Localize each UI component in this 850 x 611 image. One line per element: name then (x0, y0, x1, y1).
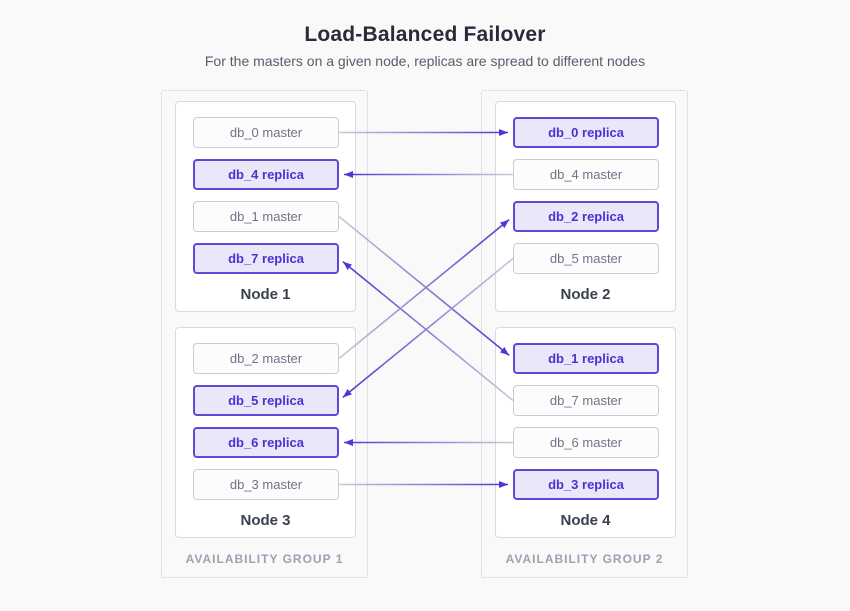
node-3-label: Node 3 (240, 512, 291, 529)
db-box-db_3-master: db_3 master (193, 469, 339, 500)
availability-group-2: db_0 replica db_4 master db_2 replica db… (481, 90, 688, 578)
diagram-title: Load-Balanced Failover (304, 23, 546, 46)
db-box-db_1-replica: db_1 replica (513, 343, 659, 374)
db-box-db_6-replica: db_6 replica (193, 427, 339, 458)
db-box-db_7-replica: db_7 replica (193, 243, 339, 274)
db-box-db_2-replica: db_2 replica (513, 201, 659, 232)
db-box-db_1-master: db_1 master (193, 201, 339, 232)
node-4-card: db_1 replica db_7 master db_6 master db_… (495, 327, 676, 538)
db-box-db_5-replica: db_5 replica (193, 385, 339, 416)
node-3-card: db_2 master db_5 replica db_6 replica db… (175, 327, 356, 538)
node-2-label: Node 2 (560, 286, 611, 303)
db-box-db_4-master: db_4 master (513, 159, 659, 190)
node-2-card: db_0 replica db_4 master db_2 replica db… (495, 101, 676, 312)
db-box-db_6-master: db_6 master (513, 427, 659, 458)
db-box-db_0-master: db_0 master (193, 117, 339, 148)
node-4-label: Node 4 (560, 512, 611, 529)
db-box-db_3-replica: db_3 replica (513, 469, 659, 500)
availability-group-1-label: AVAILABILITY GROUP 1 (185, 552, 344, 566)
node-1-card: db_0 master db_4 replica db_1 master db_… (175, 101, 356, 312)
db-box-db_5-master: db_5 master (513, 243, 659, 274)
db-box-db_0-replica: db_0 replica (513, 117, 659, 148)
db-box-db_7-master: db_7 master (513, 385, 659, 416)
db-box-db_2-master: db_2 master (193, 343, 339, 374)
db-box-db_4-replica: db_4 replica (193, 159, 339, 190)
node-1-label: Node 1 (240, 286, 291, 303)
availability-group-2-label: AVAILABILITY GROUP 2 (505, 552, 664, 566)
diagram-subtitle: For the masters on a given node, replica… (204, 53, 646, 69)
availability-group-1: db_0 master db_4 replica db_1 master db_… (161, 90, 368, 578)
